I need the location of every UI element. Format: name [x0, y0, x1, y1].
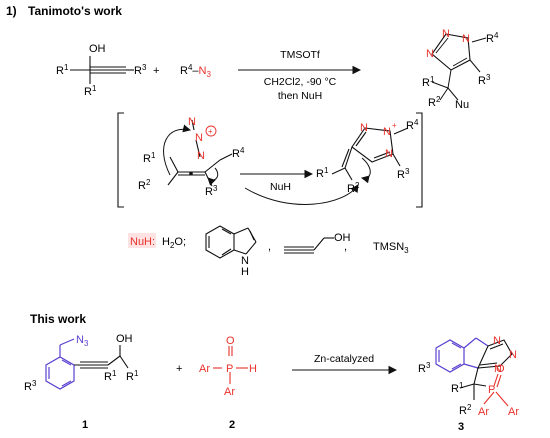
svg-text:Ar: Ar: [224, 386, 235, 398]
tmsn3-label: TMSN3: [373, 241, 409, 255]
water-label: H2O;: [162, 236, 186, 250]
r3-label: R3: [478, 73, 491, 87]
svg-text:N: N: [462, 33, 470, 45]
svg-text:N: N: [241, 255, 249, 267]
svg-text:O: O: [496, 363, 505, 375]
svg-text:N: N: [509, 349, 517, 361]
svg-text:N: N: [360, 122, 368, 134]
r1-label: R1: [316, 166, 329, 180]
r2-label: R2: [428, 95, 441, 109]
azide-middle-n: N: [195, 132, 203, 144]
svg-text:OH: OH: [334, 232, 351, 244]
r3-label: R3: [397, 167, 410, 181]
indole-structure: [205, 225, 257, 259]
svg-text:P: P: [488, 384, 495, 396]
section-number: 1): [6, 4, 17, 18]
plus-sign: +: [176, 363, 182, 375]
reagent-then: then NuH: [278, 90, 322, 102]
nuh-label: NuH:: [130, 236, 155, 248]
r1-label: R1: [56, 63, 69, 77]
compound-2-label: 2: [229, 419, 235, 431]
product-triazole: N N N R4 R3 R1 R2 Nu: [422, 28, 499, 111]
compound-3-label: 3: [458, 421, 464, 433]
svg-text:R1: R1: [126, 369, 139, 383]
r4-label: R4: [486, 31, 499, 45]
svg-text:P: P: [226, 363, 233, 375]
svg-text:R1: R1: [104, 369, 117, 383]
r4-label: R4: [232, 146, 245, 160]
propargylic-alcohol: [70, 56, 134, 84]
svg-text:Ar: Ar: [508, 406, 519, 418]
svg-text:N: N: [426, 48, 434, 60]
mechanism-brackets: [117, 112, 423, 208]
triazolium-intermediate: [331, 127, 409, 184]
r3-label: R3: [205, 184, 218, 198]
svg-text:+: +: [208, 127, 213, 136]
nucleophile-attack-arrow: [244, 184, 359, 205]
r2-label: R2: [138, 178, 151, 192]
svg-text:+: +: [392, 121, 397, 130]
nucleophile-label: Nu: [455, 99, 469, 111]
svg-text:N3: N3: [76, 334, 89, 348]
separator-comma: ,: [268, 241, 271, 253]
reagent-tmsotf: TMSOTf: [280, 49, 320, 61]
r1-label: R1: [422, 75, 435, 89]
positive-charge-icon: [205, 125, 217, 137]
compound-2: O P Ar H Ar 2: [199, 335, 257, 431]
compound-1: N3 OH R3 R1 R1 1: [24, 333, 139, 431]
svg-text:Ar: Ar: [199, 363, 210, 375]
svg-text:H: H: [241, 266, 249, 278]
r1-label: R1: [84, 84, 97, 98]
hydroxyl-label: OH: [89, 43, 106, 55]
svg-text:Ar: Ar: [478, 406, 489, 418]
compound-1-label: 1: [82, 419, 88, 431]
r1-label: R1: [143, 151, 156, 165]
mechanism-reagent: NuH: [270, 181, 291, 193]
svg-text:N: N: [493, 335, 501, 347]
svg-text:H: H: [249, 363, 257, 375]
section-title: Tanimoto's work: [28, 4, 122, 18]
svg-text:N: N: [383, 126, 391, 138]
svg-text:N: N: [442, 28, 450, 40]
propargyl-alcohol: [284, 237, 334, 254]
svg-text:R2: R2: [459, 403, 472, 417]
svg-text:N: N: [385, 148, 393, 160]
r3-label: R3: [134, 63, 147, 77]
catalyst-label: Zn-catalyzed: [314, 353, 374, 365]
section-2-title: This work: [30, 312, 86, 326]
svg-text:OH: OH: [116, 333, 133, 345]
reagent-solvent: CH2Cl2, -90 °C: [264, 76, 337, 88]
azide-alkyl-n: N: [197, 150, 205, 162]
separator-comma: ,: [344, 241, 347, 253]
section-1-header: 1) Tanimoto's work: [6, 4, 122, 18]
compound-3: N N N R3 R1 R2 P O Ar Ar 3: [418, 335, 519, 433]
svg-text:O: O: [226, 335, 235, 347]
cation-dot: [189, 171, 193, 176]
azide-reagent: R4–N3: [180, 63, 211, 79]
svg-text:R3: R3: [24, 379, 37, 393]
plus-sign: +: [153, 65, 159, 77]
nuh-highlight: [128, 233, 156, 248]
svg-text:R3: R3: [418, 361, 431, 375]
svg-text:N: N: [494, 363, 502, 375]
azide-terminal-n: N: [188, 116, 196, 128]
r4-label: R4: [406, 118, 419, 132]
r2-label: R2: [347, 181, 360, 195]
svg-text:R1: R1: [451, 381, 464, 395]
